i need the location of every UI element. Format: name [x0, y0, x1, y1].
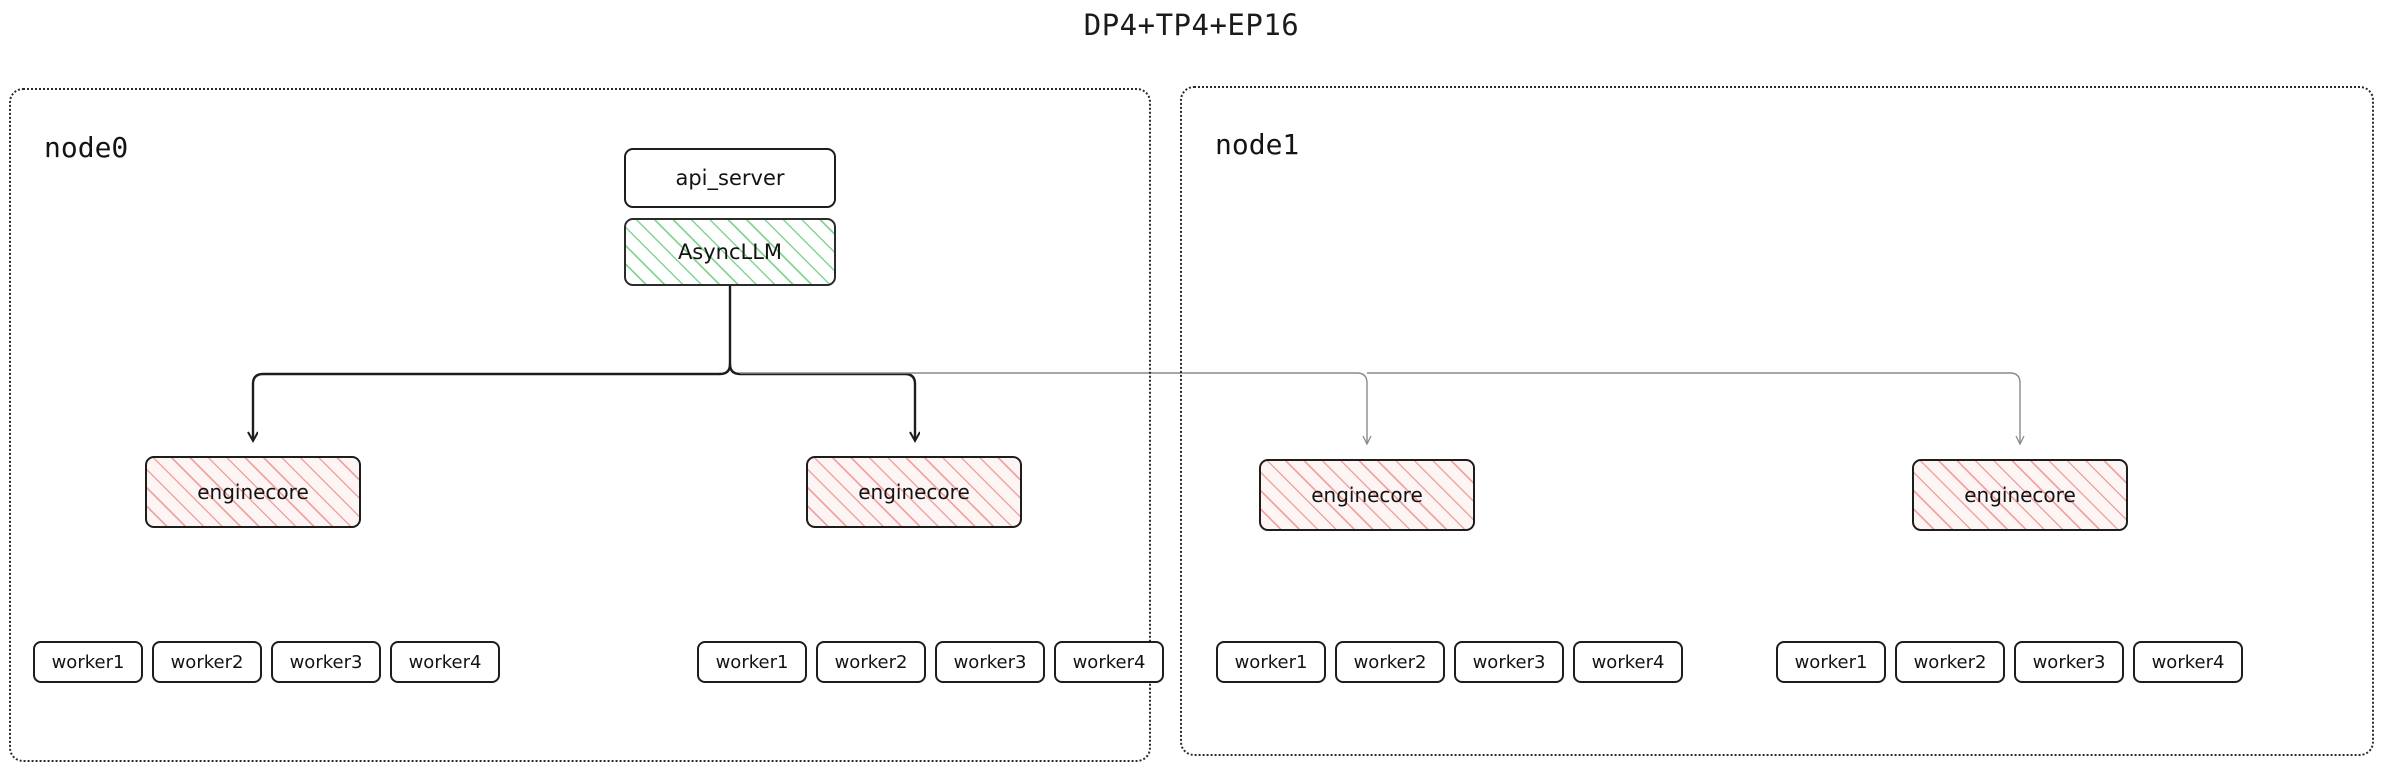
subgraph-node1-label: node1 [1215, 128, 1300, 161]
worker-label: worker1 [715, 651, 789, 673]
node-node1-right-worker4[interactable]: worker4 [2133, 641, 2243, 683]
worker-label: worker4 [408, 651, 482, 673]
node-node1-left-worker2[interactable]: worker2 [1335, 641, 1445, 683]
node-node0-right-worker1[interactable]: worker1 [697, 641, 807, 683]
node-node0-left-worker1[interactable]: worker1 [33, 641, 143, 683]
worker-label: worker1 [1794, 651, 1868, 673]
node-node0-left-worker3[interactable]: worker3 [271, 641, 381, 683]
subgraph-node0-label: node0 [44, 131, 129, 164]
worker-label: worker3 [953, 651, 1027, 673]
node-node0-right-worker3[interactable]: worker3 [935, 641, 1045, 683]
node-node1-right-worker1[interactable]: worker1 [1776, 641, 1886, 683]
worker-label: worker2 [170, 651, 244, 673]
node-node1-enginecore-left-label: enginecore [1311, 483, 1423, 507]
worker-label: worker3 [2032, 651, 2106, 673]
page-title: DP4+TP4+EP16 [1083, 8, 1300, 42]
node-node1-left-worker3[interactable]: worker3 [1454, 641, 1564, 683]
node-node0-right-worker2[interactable]: worker2 [816, 641, 926, 683]
node-node1-enginecore-right[interactable]: enginecore [1912, 459, 2128, 531]
node-node1-right-worker2[interactable]: worker2 [1895, 641, 2005, 683]
node-api-server[interactable]: api_server [624, 148, 836, 208]
node-node0-enginecore-right[interactable]: enginecore [806, 456, 1022, 528]
node-node1-enginecore-left[interactable]: enginecore [1259, 459, 1475, 531]
node-async-llm-label: AsyncLLM [677, 240, 783, 264]
worker-label: worker2 [834, 651, 908, 673]
node-node1-enginecore-right-label: enginecore [1964, 483, 2076, 507]
worker-label: worker4 [1591, 651, 1665, 673]
node-node0-left-worker4[interactable]: worker4 [390, 641, 500, 683]
worker-label: worker1 [51, 651, 125, 673]
worker-label: worker2 [1913, 651, 1987, 673]
worker-label: worker2 [1353, 651, 1427, 673]
worker-label: worker4 [2151, 651, 2225, 673]
node-node0-enginecore-left-label: enginecore [197, 480, 309, 504]
node-node1-left-worker4[interactable]: worker4 [1573, 641, 1683, 683]
worker-label: worker3 [289, 651, 363, 673]
node-node0-enginecore-right-label: enginecore [858, 480, 970, 504]
node-async-llm[interactable]: AsyncLLM [624, 218, 836, 286]
node-api-server-label: api_server [675, 166, 785, 190]
worker-label: worker4 [1072, 651, 1146, 673]
node-node0-left-worker2[interactable]: worker2 [152, 641, 262, 683]
node-node1-left-worker1[interactable]: worker1 [1216, 641, 1326, 683]
node-node0-right-worker4[interactable]: worker4 [1054, 641, 1164, 683]
node-node0-enginecore-left[interactable]: enginecore [145, 456, 361, 528]
node-node1-right-worker3[interactable]: worker3 [2014, 641, 2124, 683]
worker-label: worker3 [1472, 651, 1546, 673]
worker-label: worker1 [1234, 651, 1308, 673]
